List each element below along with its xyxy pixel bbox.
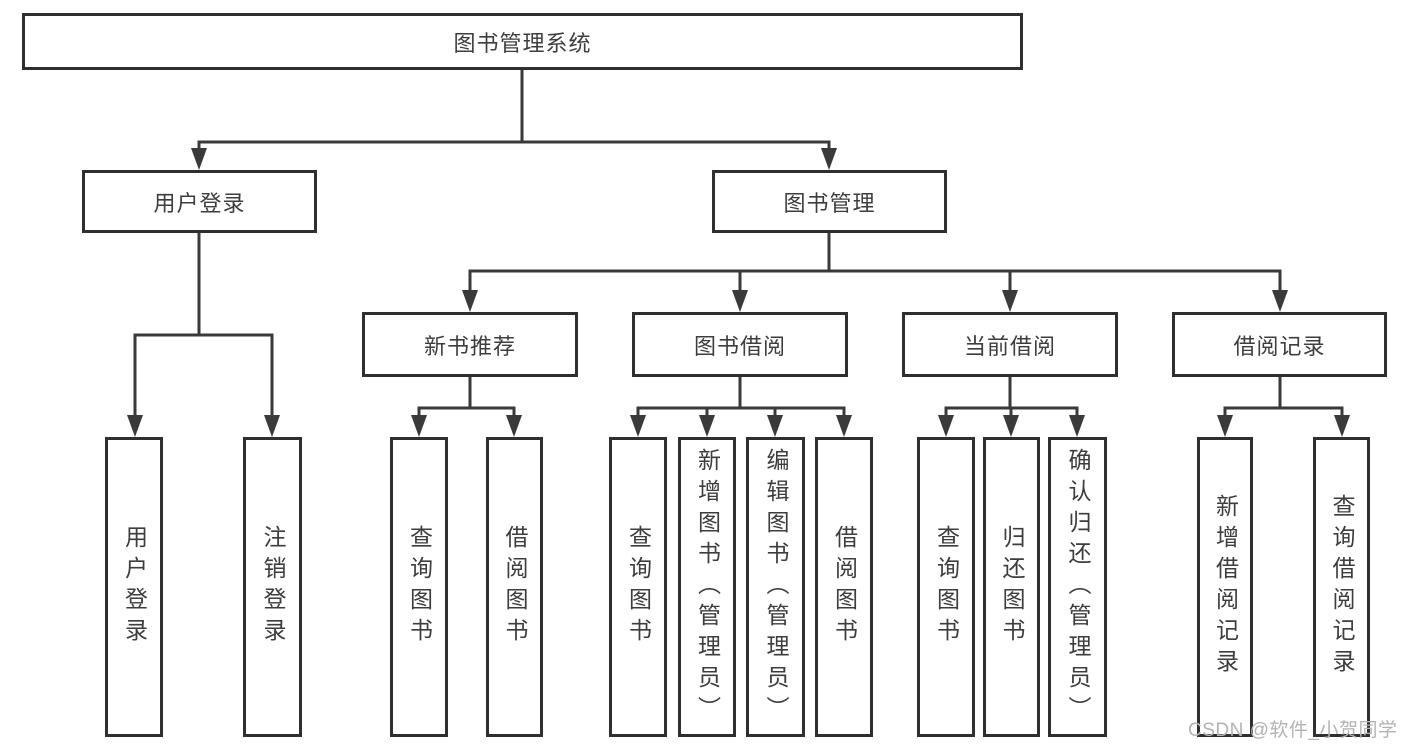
leaf-query-borrow-record-label: 查询借阅记录: [1329, 494, 1355, 680]
leaf-return-books: 归还图书: [983, 437, 1040, 737]
arrow-icon: [1272, 290, 1288, 312]
leaf-return-books-label: 归还图书: [999, 525, 1025, 649]
node-new-book-recommendation: 新书推荐: [362, 312, 578, 377]
node-new-book-recommendation-label: 新书推荐: [423, 333, 516, 359]
leaf-edit-books-admin-label: 编辑图书（管理员）: [763, 447, 789, 727]
leaf-add-books-admin: 新增图书（管理员）: [678, 437, 736, 737]
arrow-icon: [264, 415, 280, 437]
leaf-logout-login: 注销登录: [243, 437, 302, 737]
leaf-query-books-recommend-label: 查询图书: [406, 525, 433, 649]
arrow-icon: [411, 415, 427, 437]
node-borrowing-records-label: 借阅记录: [1233, 333, 1326, 359]
leaf-add-borrow-record-label: 新增借阅记录: [1212, 494, 1239, 680]
leaf-edit-books-admin: 编辑图书（管理员）: [746, 437, 805, 737]
arrow-icon: [938, 415, 954, 437]
leaf-add-borrow-record: 新增借阅记录: [1197, 437, 1253, 737]
node-library-system: 图书管理系统: [22, 13, 1023, 70]
arrow-icon: [1002, 290, 1018, 312]
arrow-icon: [1334, 415, 1350, 437]
leaf-borrow-books-borrowing: 借阅图书: [815, 437, 873, 737]
arrow-icon: [462, 290, 478, 312]
leaf-query-books-current: 查询图书: [917, 437, 975, 737]
node-library-system-label: 图书管理系统: [453, 30, 592, 56]
arrowheads: [127, 148, 1350, 437]
node-book-borrowing: 图书借阅: [632, 312, 848, 377]
node-current-borrowing: 当前借阅: [902, 312, 1118, 377]
leaf-query-books-recommend: 查询图书: [390, 437, 448, 737]
arrow-icon: [836, 415, 852, 437]
node-current-borrowing-label: 当前借阅: [963, 333, 1056, 359]
leaf-query-books-borrowing-label: 查询图书: [625, 525, 652, 649]
leaf-query-books-current-label: 查询图书: [933, 525, 960, 649]
arrow-icon: [767, 415, 783, 437]
arrow-icon: [1003, 415, 1019, 437]
leaf-borrow-books-recommend: 借阅图书: [486, 437, 543, 737]
arrow-icon: [127, 415, 143, 437]
arrow-icon: [1069, 415, 1085, 437]
node-user-login-label: 用户登录: [153, 190, 246, 216]
node-user-login: 用户登录: [82, 170, 317, 233]
leaf-confirm-return-admin: 确认归还（管理员）: [1048, 437, 1107, 737]
watermark: CSDN @软件_小贺同学: [1188, 720, 1398, 741]
node-borrowing-records: 借阅记录: [1172, 312, 1387, 377]
arrow-icon: [821, 148, 837, 170]
leaf-confirm-return-admin-label: 确认归还（管理员）: [1065, 447, 1091, 727]
arrow-icon: [699, 415, 715, 437]
leaf-logout-login-label: 注销登录: [260, 525, 286, 649]
leaf-borrow-books-borrowing-label: 借阅图书: [831, 525, 858, 649]
connector-path: [133, 68, 1344, 419]
arrow-icon: [191, 148, 207, 170]
node-book-management-label: 图书管理: [783, 190, 876, 216]
arrow-icon: [630, 415, 646, 437]
arrow-icon: [732, 290, 748, 312]
leaf-query-books-borrowing: 查询图书: [609, 437, 667, 737]
leaf-borrow-books-recommend-label: 借阅图书: [502, 525, 528, 649]
arrow-icon: [1217, 415, 1233, 437]
leaf-user-login-label: 用户登录: [121, 525, 148, 649]
arrow-icon: [506, 415, 522, 437]
node-book-borrowing-label: 图书借阅: [693, 333, 786, 359]
leaf-add-books-admin-label: 新增图书（管理员）: [694, 447, 721, 727]
leaf-query-borrow-record: 查询借阅记录: [1313, 437, 1370, 737]
leaf-user-login: 用户登录: [105, 437, 163, 737]
node-book-management: 图书管理: [712, 170, 947, 233]
